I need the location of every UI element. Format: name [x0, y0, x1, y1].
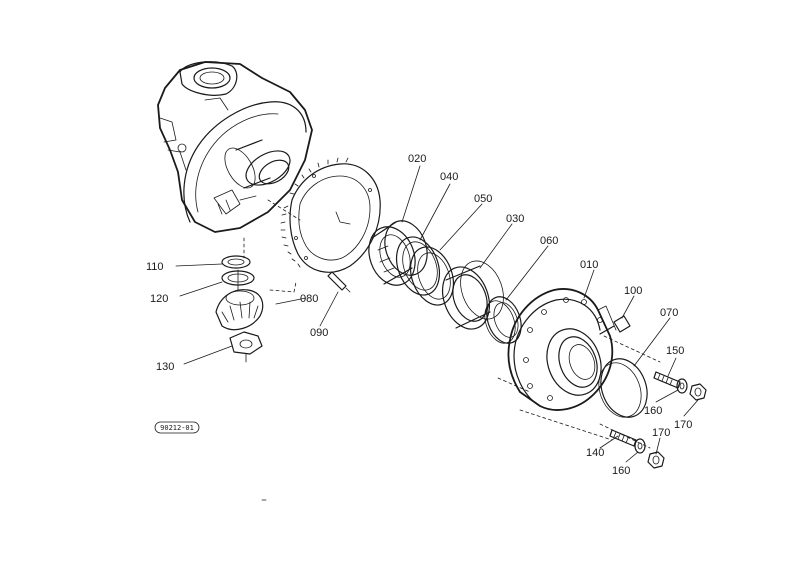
label-130: 130	[156, 361, 174, 373]
axle-housing	[157, 61, 313, 233]
label-070: 070	[660, 307, 678, 319]
nut-130	[229, 331, 263, 363]
label-040: 040	[440, 171, 458, 183]
label-110: 110	[146, 261, 164, 273]
cap-070	[598, 358, 648, 418]
ring-gear	[280, 157, 381, 273]
thrust-washer-110	[221, 255, 251, 269]
label-150: 150	[666, 345, 684, 357]
leader-lines	[175, 165, 699, 463]
assembly-guide	[267, 199, 301, 221]
label-050: 050	[474, 193, 492, 205]
dowel-pin	[327, 271, 351, 293]
label-160-upper: 160	[644, 405, 662, 417]
gear-engagement-guide	[269, 281, 297, 293]
washer-160-lower	[634, 438, 646, 454]
label-170-lower: 170	[652, 427, 670, 439]
label-100: 100	[624, 285, 642, 297]
figure-code-badge: 90212-01	[154, 421, 200, 434]
figure-code: 90212-01	[160, 424, 194, 432]
bolt-100	[599, 315, 631, 335]
label-160-lower: 160	[612, 465, 630, 477]
washer-160-upper	[676, 378, 688, 394]
bearing-cup-030	[442, 260, 504, 330]
label-090: 090	[310, 327, 328, 339]
stud-140	[609, 429, 637, 447]
stud-150	[653, 371, 681, 389]
stud-guides	[497, 377, 651, 449]
oil-seal-060	[484, 296, 522, 344]
cap-guide	[603, 335, 661, 363]
bearing-020	[368, 220, 428, 286]
label-020: 020	[408, 153, 426, 165]
label-140: 140	[586, 447, 604, 459]
label-080: 080	[300, 293, 318, 305]
label-010: 010	[580, 259, 598, 271]
oring-050	[409, 246, 455, 306]
label-030: 030	[506, 213, 524, 225]
side-gear-080	[215, 269, 264, 331]
label-060: 060	[540, 235, 558, 247]
nut-170-upper	[689, 383, 707, 401]
nut-170-lower	[647, 451, 665, 469]
label-120: 120	[150, 293, 168, 305]
label-170-upper: 170	[674, 419, 692, 431]
